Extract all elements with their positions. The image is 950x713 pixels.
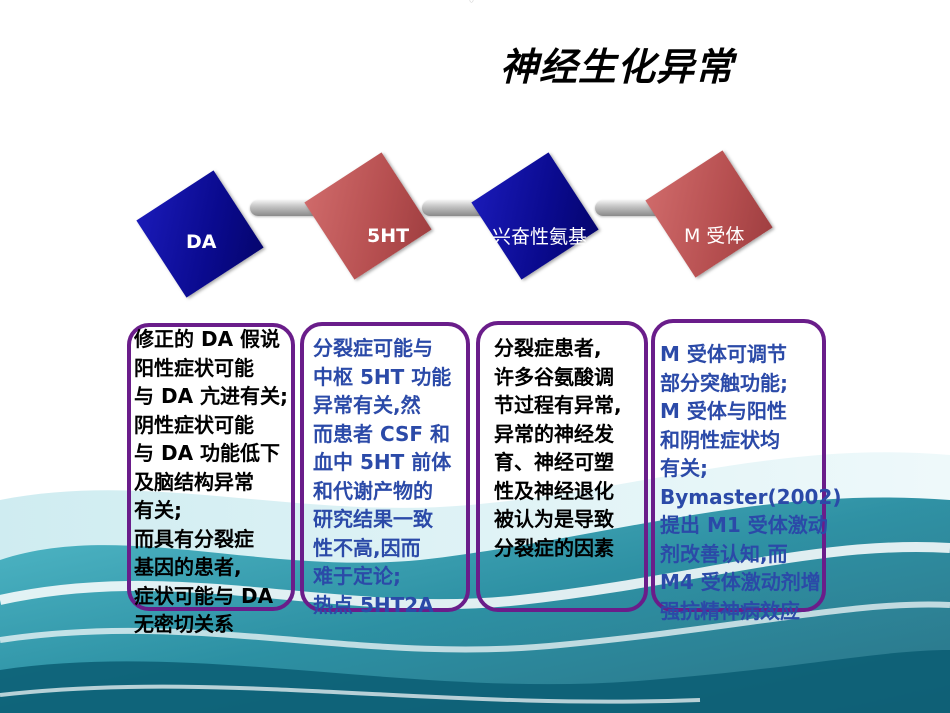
text-line: 有关; [660, 456, 708, 480]
frame-glutamate [476, 321, 648, 612]
text-line: 难于定论; [313, 564, 401, 588]
wave-white-streak [0, 541, 950, 610]
text-line: 异常有关,然 [313, 393, 421, 417]
column-glutamate-text: 分裂症患者, 许多谷氨酸调 节过程有异常, 异常的神经发 育、神经可塑 性及神经… [494, 334, 622, 562]
frame-5ht [300, 322, 470, 612]
text-line: M 受体可调节 [660, 342, 787, 366]
text-line: 异常的神经发 [494, 421, 614, 446]
text-line: Bymaster(2002) [660, 484, 842, 509]
text-line: 血中 5HT 前体 [313, 450, 452, 474]
text-line: 性及神经退化 [494, 478, 614, 503]
frame-da [127, 323, 295, 611]
node-glutamate-label: 兴奋性氨基 [492, 226, 588, 248]
text-line: 与 DA 功能低下 [134, 441, 281, 465]
text-line: 及脑结构异常 [134, 469, 254, 494]
text-line: 提出 M1 受体激动 [660, 513, 828, 537]
text-line: 分裂症的因素 [494, 535, 614, 560]
column-m-receptor-text: M 受体可调节 部分突触功能; M 受体与阳性 和阴性症状均 有关; Bymas… [660, 340, 841, 625]
text-line: 和阴性症状均 [660, 427, 780, 452]
text-line: 而具有分裂症 [134, 526, 254, 551]
column-da-text: 修正的 DA 假说 阳性症状可能 与 DA 亢进有关; 阴性症状可能 与 DA … [134, 325, 288, 639]
node-5ht-label: 5HT [367, 225, 410, 247]
wave-white-streak-3 [0, 684, 701, 704]
text-line: M 受体与阳性 [660, 399, 787, 423]
text-line: 研究结果一致 [313, 507, 433, 531]
text-line: 热点 5HT2A [313, 592, 434, 617]
text-line: 分裂症患者, [494, 336, 602, 360]
text-line: 剂改善认知,而 [660, 541, 788, 566]
text-line: 强抗精神病效应 [660, 598, 800, 623]
text-line: 症状可能与 DA [134, 583, 274, 608]
wave-white-streak-2 [0, 601, 950, 653]
text-line: 基因的患者, [134, 555, 242, 579]
node-m-receptor-label: M 受体 [684, 225, 745, 247]
text-line: 节过程有异常, [494, 393, 622, 417]
text-line: 被认为是导致 [494, 507, 614, 531]
text-line: 有关; [134, 498, 182, 522]
text-line: 阳性症状可能 [134, 355, 254, 380]
text-line: 与 DA 亢进有关; [134, 384, 289, 408]
slide-title: 神经生化异常 [500, 44, 735, 89]
node-da-label: DA [186, 231, 217, 253]
text-line: 性不高,因而 [313, 535, 421, 560]
column-5ht-text: 分裂症可能与 中枢 5HT 功能 异常有关,然 而患者 CSF 和 血中 5HT… [313, 334, 451, 619]
text-line: 分裂症可能与 [313, 336, 433, 360]
frame-m-receptor [651, 319, 826, 612]
text-line: 许多谷氨酸调 [494, 364, 614, 389]
text-line: 而患者 CSF 和 [313, 421, 451, 446]
text-line: 修正的 DA 假说 [134, 327, 281, 351]
wave-dark-band [0, 650, 950, 713]
header-mark: ◦ [468, 0, 476, 8]
text-line: 和代谢产物的 [313, 478, 433, 503]
text-line: 中枢 5HT 功能 [313, 364, 452, 389]
text-line: 阴性症状可能 [134, 412, 254, 437]
text-line: M4 受体激动剂增 [660, 570, 821, 594]
text-line: 部分突触功能; [660, 370, 788, 395]
text-line: 育、神经可塑 [494, 450, 614, 474]
text-line: 无密切关系 [134, 612, 234, 636]
